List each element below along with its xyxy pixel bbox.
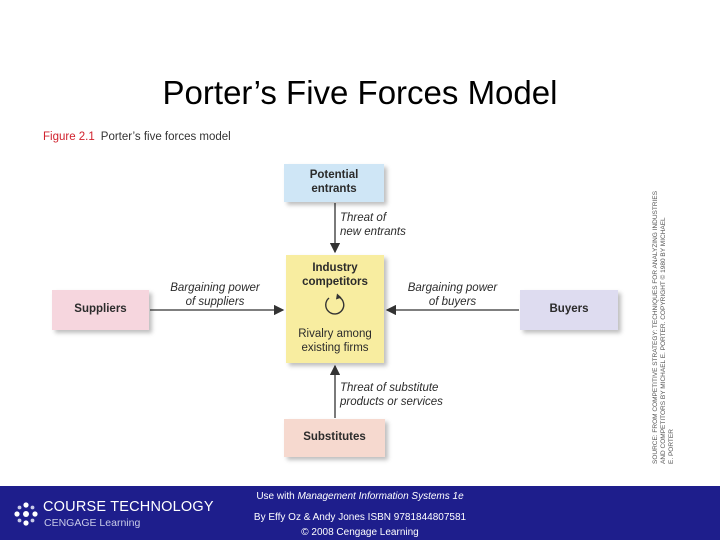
- figure-caption: Figure 2.1 Porter’s five forces model: [43, 131, 231, 143]
- suppliers-box: Suppliers: [52, 290, 149, 330]
- logo-subtitle: CENGAGE Learning: [44, 517, 141, 529]
- figure-caption-text: Porter’s five forces model: [100, 131, 231, 143]
- buyers-box: Buyers: [520, 290, 618, 330]
- figure-number: Figure 2.1: [43, 131, 95, 143]
- footer-bar: COURSE TECHNOLOGY CENGAGE Learning Use w…: [0, 486, 720, 540]
- logo-mark-icon: [14, 502, 38, 526]
- logo-name: COURSE TECHNOLOGY: [43, 499, 214, 515]
- rivalry-cycle-icon: [325, 293, 345, 315]
- footer-line-2: By Effy Oz & Andy Jones ISBN 97818448075…: [253, 512, 467, 523]
- source-note: SOURCE: FROM COMPETITIVE STRATEGY: TECHN…: [644, 150, 684, 464]
- substitutes-box: Substitutes: [284, 419, 385, 457]
- source-note-text: SOURCE: FROM COMPETITIVE STRATEGY: TECHN…: [651, 190, 676, 464]
- slide-title: Porter’s Five Forces Model: [162, 74, 558, 111]
- course-technology-logo: COURSE TECHNOLOGY CENGAGE Learning: [13, 497, 214, 531]
- footer-line-1: Use with Management Information Systems …: [256, 491, 464, 502]
- footer-line-3: © 2008 Cengage Learning: [301, 527, 419, 538]
